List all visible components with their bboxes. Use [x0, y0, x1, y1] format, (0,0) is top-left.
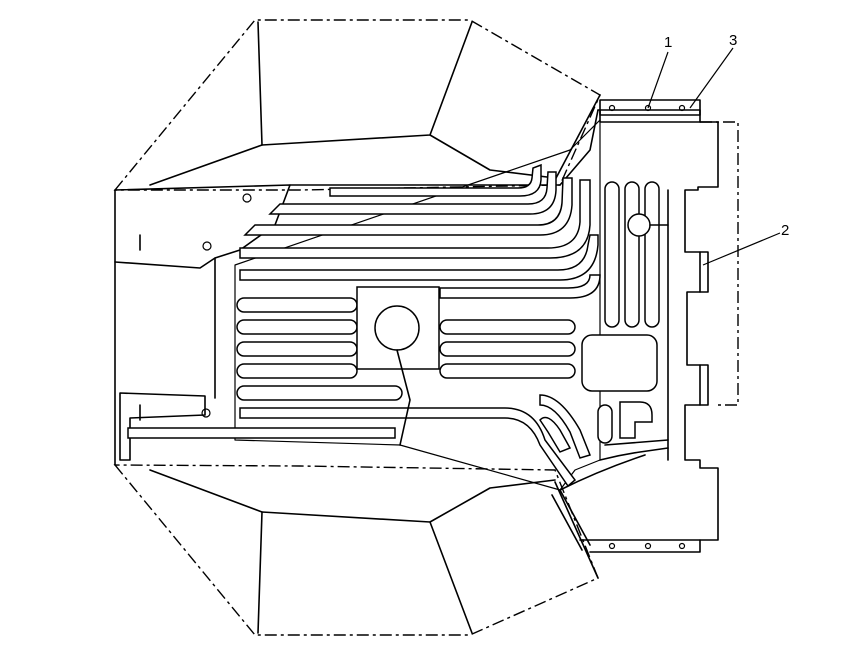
channel [127, 427, 396, 439]
bolt [644, 104, 652, 112]
channel [597, 404, 613, 444]
channel [329, 163, 542, 197]
bolt-hole [242, 193, 252, 203]
lower-housing [113, 464, 599, 636]
channel [236, 341, 358, 357]
bolt-hole [202, 241, 212, 251]
channel [239, 234, 599, 281]
top-bolt-strip [599, 99, 701, 116]
channel [239, 179, 591, 259]
channel [439, 319, 576, 335]
bolt-hole [201, 408, 211, 418]
leader-lines [647, 47, 781, 266]
callout-1: 1 [664, 34, 672, 51]
leader-1 [647, 51, 669, 109]
port-hole [627, 213, 651, 237]
callout-3: 3 [729, 32, 737, 49]
bolt [608, 542, 616, 550]
bolt [678, 104, 686, 112]
leader-3 [689, 47, 734, 109]
bolt [678, 542, 686, 550]
upper-housing [113, 19, 601, 191]
channel [604, 181, 620, 328]
right-flange [551, 109, 739, 553]
channel [439, 341, 576, 357]
bolt [644, 542, 652, 550]
channel [268, 171, 557, 215]
center-hole [374, 305, 420, 351]
callout-2: 2 [781, 222, 789, 239]
channel [236, 297, 358, 313]
channel-plate [127, 109, 669, 491]
channel [439, 363, 576, 379]
channel [439, 274, 601, 299]
leader-2 [702, 232, 781, 266]
channel [243, 177, 573, 236]
channel [619, 401, 653, 439]
channel [539, 394, 592, 459]
channel [236, 319, 358, 335]
channel [236, 363, 358, 379]
channel [236, 385, 403, 401]
bolt [608, 104, 616, 112]
bottom-bolt-strip [608, 542, 686, 550]
channel [539, 416, 572, 453]
channel [644, 181, 660, 328]
channel [581, 334, 658, 392]
channel [624, 181, 640, 328]
